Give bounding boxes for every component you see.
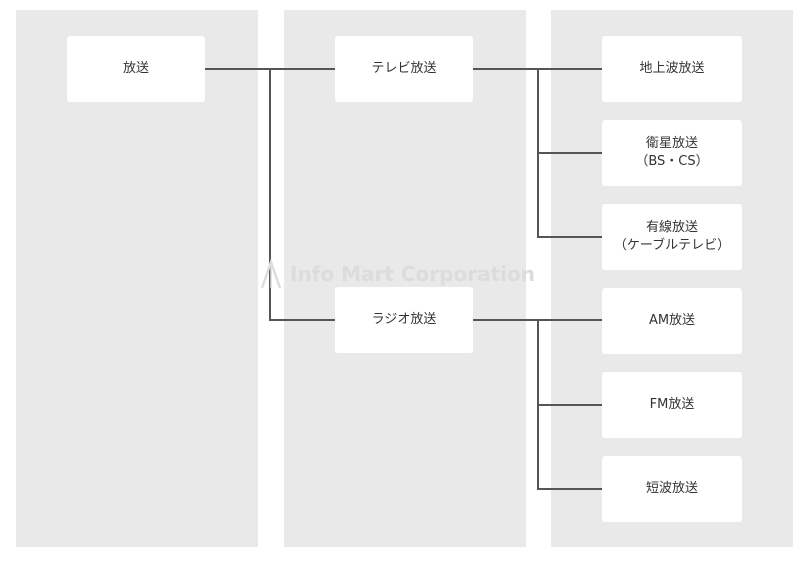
node-label: ラジオ放送 (371, 312, 437, 327)
node-label: 有線放送 (645, 220, 698, 235)
node-shortwave: 短波放送 (602, 456, 742, 522)
node-sublabel: （BS・CS） (635, 154, 709, 169)
node-radio-broadcasting: ラジオ放送 (335, 287, 473, 353)
node-label: 短波放送 (645, 481, 698, 496)
node-label: 放送 (122, 61, 149, 76)
node-label: テレビ放送 (371, 61, 437, 76)
node-label: 衛星放送 (645, 136, 698, 151)
node-label: AM放送 (648, 313, 696, 328)
node-satellite: 衛星放送 （BS・CS） (602, 120, 742, 186)
node-broadcasting: 放送 (67, 36, 205, 102)
node-fm: FM放送 (602, 372, 742, 438)
node-label: FM放送 (649, 397, 695, 412)
node-tv-broadcasting: テレビ放送 (335, 36, 473, 102)
node-sublabel: （ケーブルテレビ） (613, 238, 731, 253)
node-cable: 有線放送 （ケーブルテレビ） (602, 204, 742, 270)
node-am: AM放送 (602, 288, 742, 354)
node-terrestrial: 地上波放送 (602, 36, 742, 102)
node-label: 地上波放送 (639, 61, 705, 76)
watermark-logo-icon (260, 258, 282, 289)
